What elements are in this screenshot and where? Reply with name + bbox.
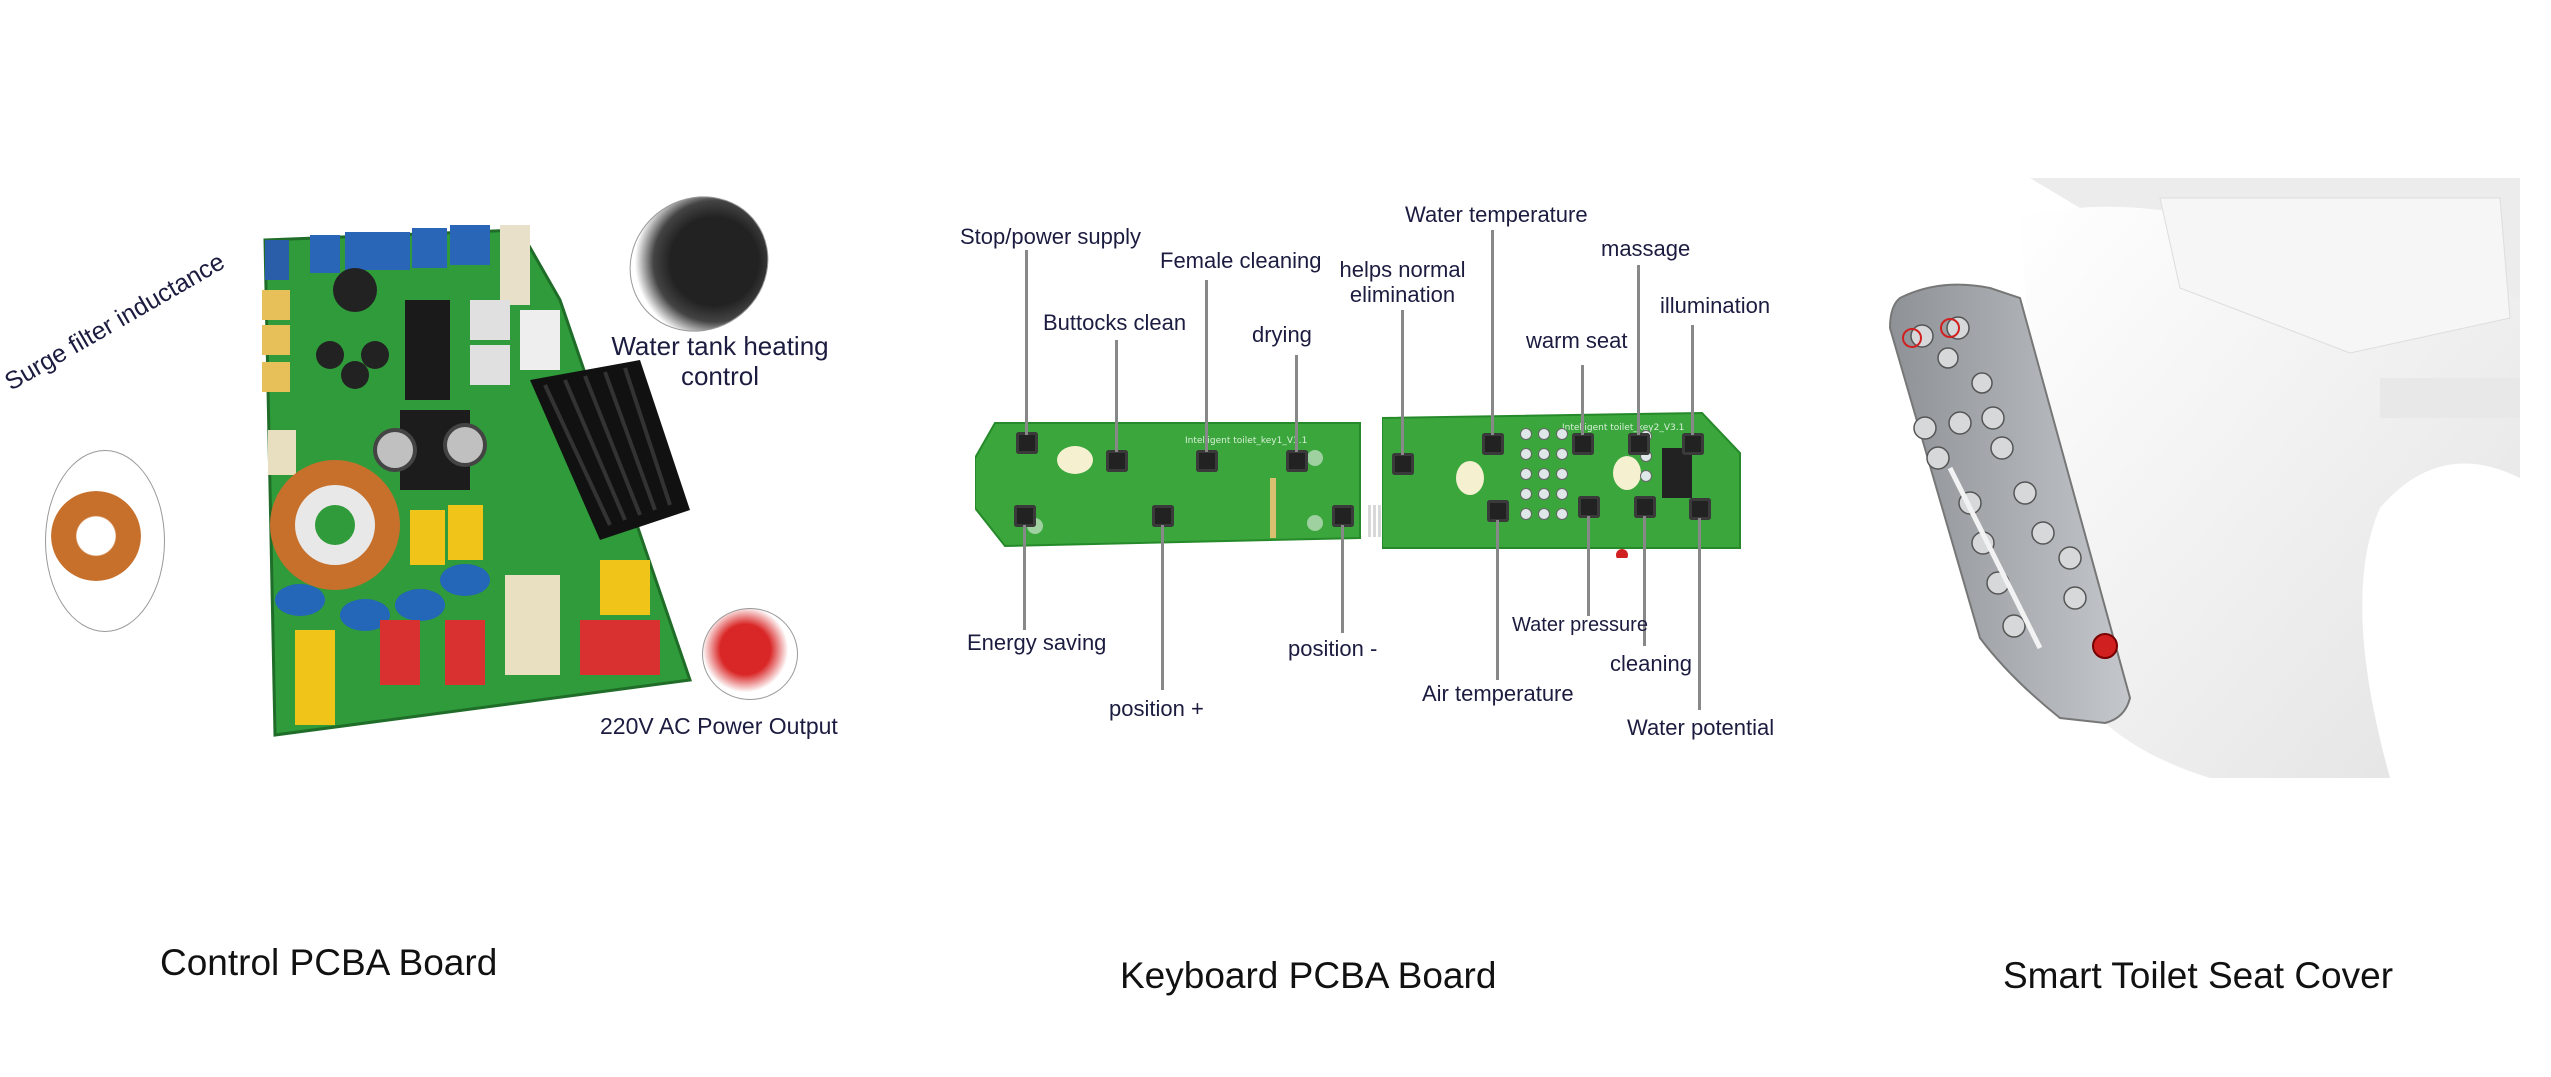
leader-pos-minus xyxy=(1341,525,1344,633)
leader-warm-seat xyxy=(1581,365,1584,435)
surge-inductor-inset xyxy=(45,450,165,632)
helps-line2: elimination xyxy=(1349,282,1456,308)
cleaning-switch xyxy=(1634,496,1656,518)
leader-female xyxy=(1205,280,1208,452)
leader-air-temp xyxy=(1496,520,1499,680)
svg-text:Intelligent toilet_key1_V3.1: Intelligent toilet_key1_V3.1 xyxy=(1185,436,1307,446)
water-pressure-label: Water pressure xyxy=(1512,614,1648,636)
keyboard-pcb-left: Intelligent toilet_key1_V3.1 xyxy=(975,422,1361,548)
leader-pos-plus xyxy=(1161,525,1164,690)
massage-label: massage xyxy=(1601,236,1691,261)
stop-power-label: Stop/power supply xyxy=(960,224,1141,249)
water-tank-heating-line1: Water tank heating xyxy=(611,331,829,361)
position-plus-label: position + xyxy=(1109,696,1204,721)
leader-energy xyxy=(1023,525,1026,630)
leader-water-potential xyxy=(1698,518,1701,710)
ac-output-inset xyxy=(702,608,798,700)
air-temperature-label: Air temperature xyxy=(1422,681,1574,706)
position-minus-switch xyxy=(1332,505,1354,527)
control-board-caption: Control PCBA Board xyxy=(160,942,498,983)
water-temperature-label: Water temperature xyxy=(1405,202,1588,227)
position-plus-switch xyxy=(1152,505,1174,527)
illumination-switch xyxy=(1682,433,1704,455)
control-pcba-board-image xyxy=(262,225,693,737)
leader-helps xyxy=(1401,310,1404,455)
air-temperature-switch xyxy=(1487,500,1509,522)
warm-seat-label: warm seat xyxy=(1526,328,1628,353)
toilet-seat-caption: Smart Toilet Seat Cover xyxy=(2003,955,2394,996)
leader-illumination xyxy=(1691,325,1694,435)
massage-switch xyxy=(1628,433,1650,455)
warm-seat-switch xyxy=(1572,433,1594,455)
leader-water-temp xyxy=(1491,230,1494,435)
water-temperature-switch xyxy=(1482,433,1504,455)
stop-power-switch xyxy=(1016,432,1038,454)
buttocks-clean-switch xyxy=(1106,450,1128,472)
helps-line1: helps normal xyxy=(1339,257,1466,282)
ac-power-output-label: 220V AC Power Output xyxy=(600,713,838,739)
svg-text:Intelligent toilet_key2_V3.1: Intelligent toilet_key2_V3.1 xyxy=(1562,423,1684,433)
drying-switch xyxy=(1286,450,1308,472)
water-pressure-switch xyxy=(1578,496,1600,518)
cleaning-label: cleaning xyxy=(1610,651,1692,676)
leader-buttocks xyxy=(1115,340,1118,452)
leader-massage xyxy=(1637,265,1640,435)
helps-elimination-switch xyxy=(1392,453,1414,475)
drying-label: drying xyxy=(1252,322,1312,347)
toilet-seat-image xyxy=(1888,178,2520,778)
position-minus-label: position - xyxy=(1288,636,1378,661)
leader-water-pressure xyxy=(1587,516,1590,616)
energy-saving-switch xyxy=(1014,505,1036,527)
leader-cleaning xyxy=(1643,516,1646,646)
keyboard-board-caption: Keyboard PCBA Board xyxy=(1120,955,1497,996)
helps-elimination-label: helps normal elimination xyxy=(1330,257,1475,308)
illumination-label: illumination xyxy=(1660,293,1771,318)
leader-stop-power xyxy=(1025,250,1028,435)
buttocks-clean-label: Buttocks clean xyxy=(1043,310,1187,335)
leader-drying xyxy=(1295,355,1298,452)
energy-saving-label: Energy saving xyxy=(967,630,1107,655)
water-potential-switch xyxy=(1689,498,1711,520)
female-cleaning-label: Female cleaning xyxy=(1160,248,1322,273)
female-cleaning-switch xyxy=(1196,450,1218,472)
water-potential-label: Water potential xyxy=(1627,715,1775,740)
water-tank-heating-label: Water tank heating control xyxy=(600,331,840,392)
water-tank-heating-line2: control xyxy=(680,360,760,391)
led-grid xyxy=(1520,428,1595,538)
